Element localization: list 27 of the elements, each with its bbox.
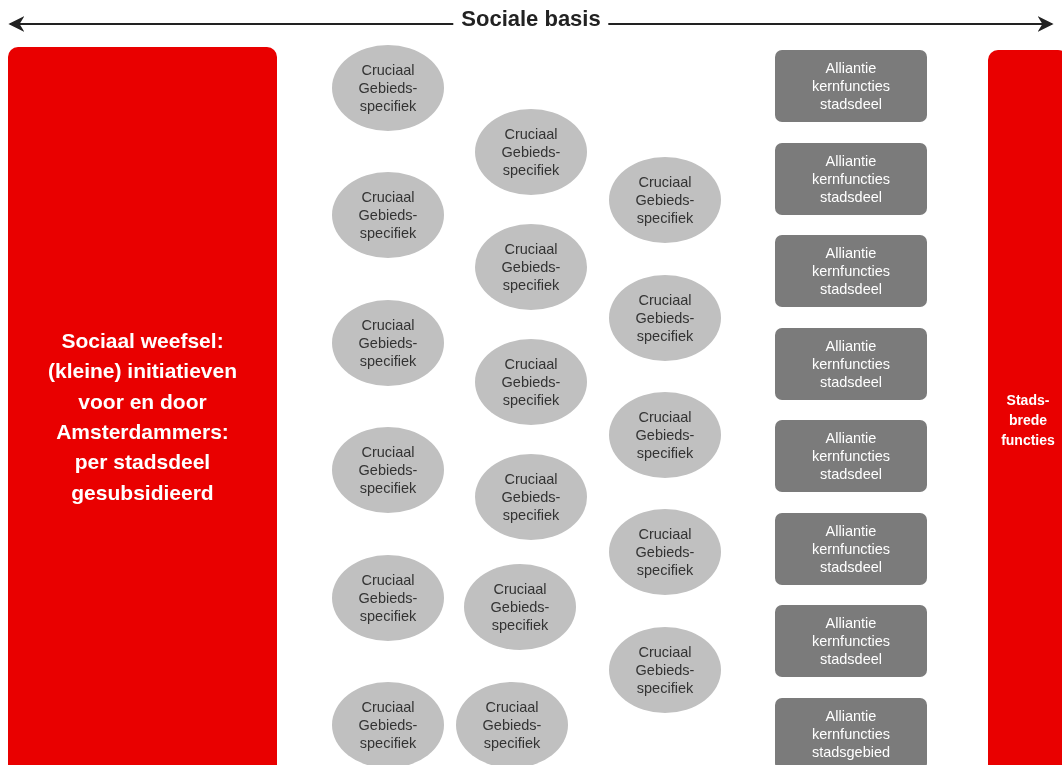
ellipse-node: Cruciaal Gebieds- specifiek xyxy=(332,172,444,258)
rounded-box: Alliantie kernfuncties stadsdeel xyxy=(775,50,927,122)
ellipse-node: Cruciaal Gebieds- specifiek xyxy=(332,427,444,513)
ellipse-node: Cruciaal Gebieds- specifiek xyxy=(332,682,444,765)
ellipse-node: Cruciaal Gebieds- specifiek xyxy=(464,564,576,650)
ellipse-node: Cruciaal Gebieds- specifiek xyxy=(609,509,721,595)
ellipse-node: Cruciaal Gebieds- specifiek xyxy=(332,555,444,641)
rounded-box: Alliantie kernfuncties stadsgebied xyxy=(775,698,927,765)
ellipse-node: Cruciaal Gebieds- specifiek xyxy=(475,109,587,195)
rounded-box: Alliantie kernfuncties stadsdeel xyxy=(775,328,927,400)
ellipse-node: Cruciaal Gebieds- specifiek xyxy=(609,157,721,243)
ellipse-node: Cruciaal Gebieds- specifiek xyxy=(609,392,721,478)
rounded-box: Alliantie kernfuncties stadsdeel xyxy=(775,235,927,307)
panel-block: Sociaal weefsel: (kleine) initiatieven voor en door Amsterdammers: per stadsdeel gesubsidieerd xyxy=(8,47,277,765)
ellipse-node: Cruciaal Gebieds- specifiek xyxy=(609,275,721,361)
rounded-box: Alliantie kernfuncties stadsdeel xyxy=(775,143,927,215)
rounded-box: Alliantie kernfuncties stadsdeel xyxy=(775,513,927,585)
panel-block: Stads- brede functies xyxy=(988,50,1062,765)
ellipse-node: Cruciaal Gebieds- specifiek xyxy=(475,454,587,540)
ellipse-node: Cruciaal Gebieds- specifiek xyxy=(475,224,587,310)
rounded-box: Alliantie kernfuncties stadsdeel xyxy=(775,420,927,492)
ellipse-node: Cruciaal Gebieds- specifiek xyxy=(332,300,444,386)
ellipse-node: Cruciaal Gebieds- specifiek xyxy=(456,682,568,765)
ellipse-node: Cruciaal Gebieds- specifiek xyxy=(609,627,721,713)
ellipse-node: Cruciaal Gebieds- specifiek xyxy=(332,45,444,131)
rounded-box: Alliantie kernfuncties stadsdeel xyxy=(775,605,927,677)
ellipse-node: Cruciaal Gebieds- specifiek xyxy=(475,339,587,425)
